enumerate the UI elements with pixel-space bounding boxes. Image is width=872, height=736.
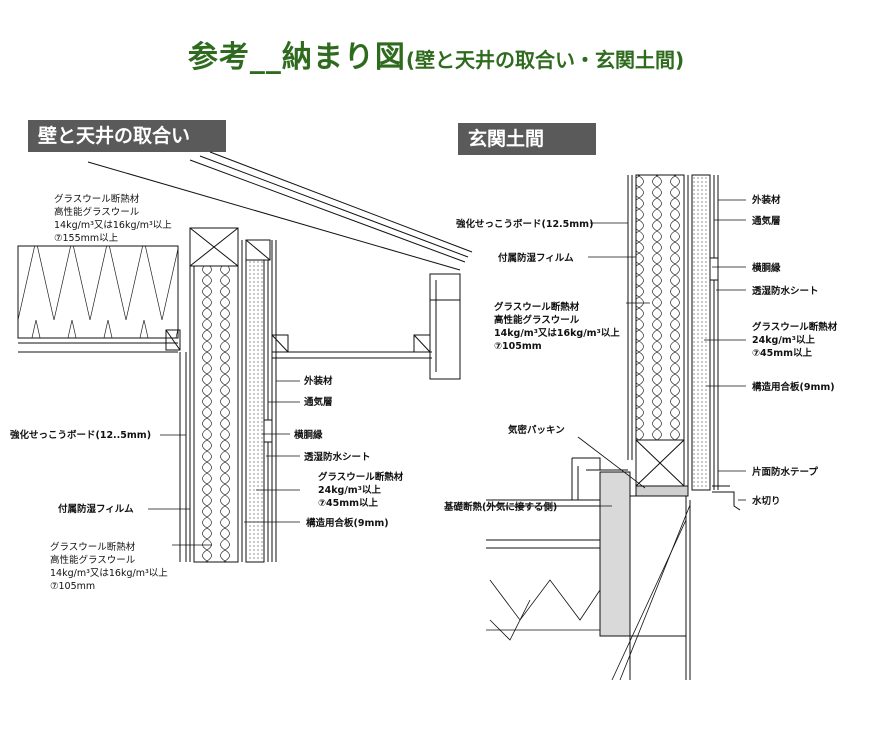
- label-right-drip: 水切り: [752, 495, 781, 507]
- section-label-genkan: 玄関土間: [458, 123, 596, 155]
- label-right-exterior: 外装材: [751, 194, 781, 206]
- label-right-tape: 片面防水テープ: [752, 466, 818, 478]
- label-right-airtight: 気密パッキン: [508, 424, 565, 436]
- outer-insulation: [245, 259, 265, 563]
- genkan-detail: [486, 174, 746, 681]
- label-left-outer-insulation: グラスウール断熱材: [318, 471, 404, 483]
- label-right-plywood: 構造用合板(9mm): [752, 381, 835, 393]
- wall-ceiling-detail: [17, 151, 473, 563]
- right-outer-insulation: [691, 174, 711, 491]
- label-ceiling-insulation: グラスウール断熱材: [54, 193, 140, 205]
- label-left-outer-thickness: ⑦45mm以上: [318, 497, 379, 509]
- label-right-foundation-insulation: 基礎断熱(外気に接する側): [443, 501, 557, 513]
- label-left-wall-insulation: グラスウール断熱材: [50, 541, 136, 553]
- label-left-furring: 横胴縁: [294, 429, 323, 441]
- wall-insulation: [193, 265, 239, 563]
- label-right-wall-insulation: グラスウール断熱材: [494, 301, 580, 313]
- ceiling-insulation: [17, 245, 179, 339]
- label-left-vent: 通気層: [304, 396, 333, 408]
- label-ceiling-insulation-thickness: ⑦155mm以上: [54, 233, 119, 244]
- label-right-wall-insulation-thickness: ⑦105mm: [494, 341, 542, 352]
- label-right-outer-density: 24kg/m³以上: [752, 334, 815, 346]
- title-sub-text: (壁と天井の取合い・玄関土間): [405, 48, 685, 72]
- label-right-vent: 通気層: [752, 215, 781, 227]
- eave-box: [429, 273, 461, 380]
- label-right-furring: 横胴縁: [752, 262, 781, 274]
- label-right-membrane: 透湿防水シート: [752, 285, 819, 297]
- label-left-membrane: 透湿防水シート: [304, 451, 371, 463]
- label-left-outer-density: 24kg/m³以上: [318, 484, 381, 496]
- label-ceiling-insulation-density: 14kg/m³又は16kg/m³以上: [54, 220, 172, 231]
- label-right-wall-insulation-type: 高性能グラスウール: [494, 314, 580, 326]
- title-main-text: 参考__納まり図: [187, 40, 406, 75]
- section-label-wall-ceiling: 壁と天井の取合い: [28, 120, 226, 152]
- label-left-gypsum: 強化せっこうボード(12..5mm): [10, 429, 151, 441]
- label-left-vapor-film: 付属防湿フィルム: [58, 503, 134, 515]
- label-right-vapor-film: 付属防湿フィルム: [498, 252, 574, 264]
- page-title: 参考__納まり図(壁と天井の取合い・玄関土間): [0, 32, 872, 76]
- label-left-wall-insulation-type: 高性能グラスウール: [50, 554, 136, 566]
- right-wall-insulation: [635, 174, 685, 441]
- label-right-gypsum: 強化せっこうボード(12.5mm): [456, 218, 593, 230]
- label-left-wall-insulation-density: 14kg/m³又は16kg/m³以上: [50, 568, 168, 579]
- foundation: [629, 495, 687, 637]
- label-left-wall-insulation-thickness: ⑦105mm: [50, 581, 95, 592]
- label-left-plywood: 構造用合板(9mm): [306, 517, 389, 529]
- label-right-outer-insulation: グラスウール断熱材: [752, 321, 838, 333]
- label-right-wall-insulation-density: 14kg/m³又は16kg/m³以上: [494, 327, 620, 339]
- label-ceiling-insulation-type: 高性能グラスウール: [54, 206, 140, 218]
- label-right-outer-thickness: ⑦45mm以上: [752, 347, 813, 359]
- label-left-exterior: 外装材: [303, 375, 333, 387]
- foundation-insulation: [599, 471, 631, 637]
